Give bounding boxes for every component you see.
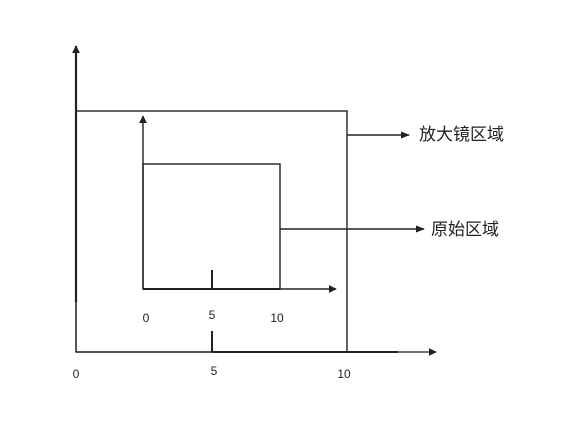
inner-tick-label-0: 0	[143, 311, 150, 325]
outer-tick-label-0: 0	[73, 367, 80, 381]
magnifier-region-label: 放大镜区域	[419, 125, 504, 145]
inner-coordinate-system: 0 5 10	[139, 115, 337, 325]
inner-tick-label-10: 10	[270, 311, 284, 325]
outer-tick-label-10: 10	[337, 367, 351, 381]
original-region-label: 原始区域	[431, 220, 499, 240]
magnifier-region-box	[75, 110, 348, 353]
outer-tick-label-5: 5	[211, 364, 218, 378]
outer-coordinate-system: 0 5 10	[72, 45, 437, 381]
inner-tick-label-5: 5	[209, 308, 216, 322]
original-region-box	[142, 163, 281, 290]
